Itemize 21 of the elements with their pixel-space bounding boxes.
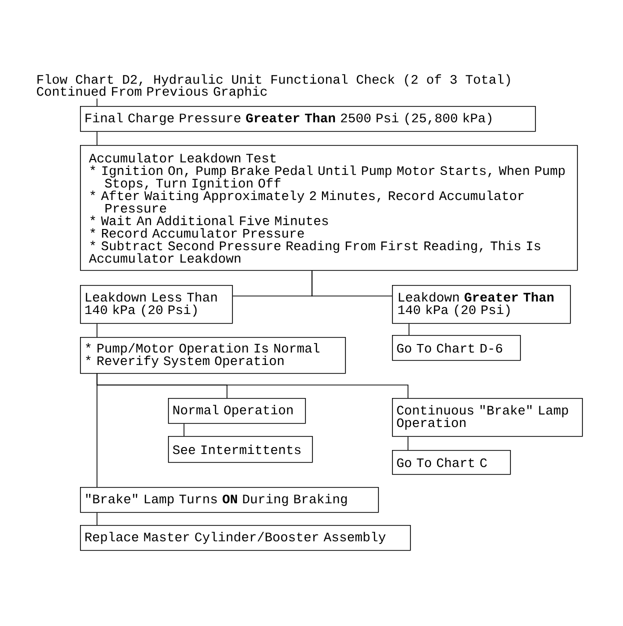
- process-box: Replace Master Cylinder/Booster Assembly: [80, 525, 411, 551]
- process-box: "Brake" Lamp Turns ON During Braking: [80, 487, 379, 513]
- process-box: Go To Chart D-6: [392, 335, 521, 361]
- connector-line: [96, 512, 98, 526]
- connector-line: [96, 373, 98, 488]
- process-box: Leakdown Greater Than 140 kPa (20 Psi): [392, 285, 571, 324]
- process-box: Final Charge Pressure Greater Than 2500 Psi (25,800 kPa): [80, 106, 536, 132]
- process-box: Leakdown Less Than 140 kPa (20 Psi): [80, 285, 233, 324]
- connector-line: [96, 323, 98, 338]
- process-box: Normal Operation: [168, 398, 306, 424]
- connector-line: [408, 323, 410, 336]
- process-box: Continuous "Brake" Lamp Operation: [392, 398, 583, 437]
- continuation-note: Continued From Previous Graphic: [36, 86, 267, 98]
- process-box: Accumulator Leakdown Test * Ignition On, Pump Brake Pedal Until Pump Motor Starts, When Pump Stops, Turn Ignition Off * After Waiting Approximately 2 Minutes, Record Accumulator Pressure * Wait An Additional Five Minutes * Record Accumulator Pressure * Subtract Second Pressure Reading From First Reading, This Is Accumulator Leakdown: [80, 145, 578, 271]
- process-box: Go To Chart C: [392, 450, 511, 475]
- connector-line: [312, 270, 392, 296]
- connector-line: [96, 131, 98, 146]
- process-box: * Pump/Motor Operation Is Normal * Reverify System Operation: [80, 337, 346, 374]
- connector-line: [96, 98, 98, 106]
- process-box: See Intermittents: [168, 436, 313, 463]
- chart-title: Flow Chart D2, Hydraulic Unit Functional Check (2 of 3 Total): [38, 74, 510, 86]
